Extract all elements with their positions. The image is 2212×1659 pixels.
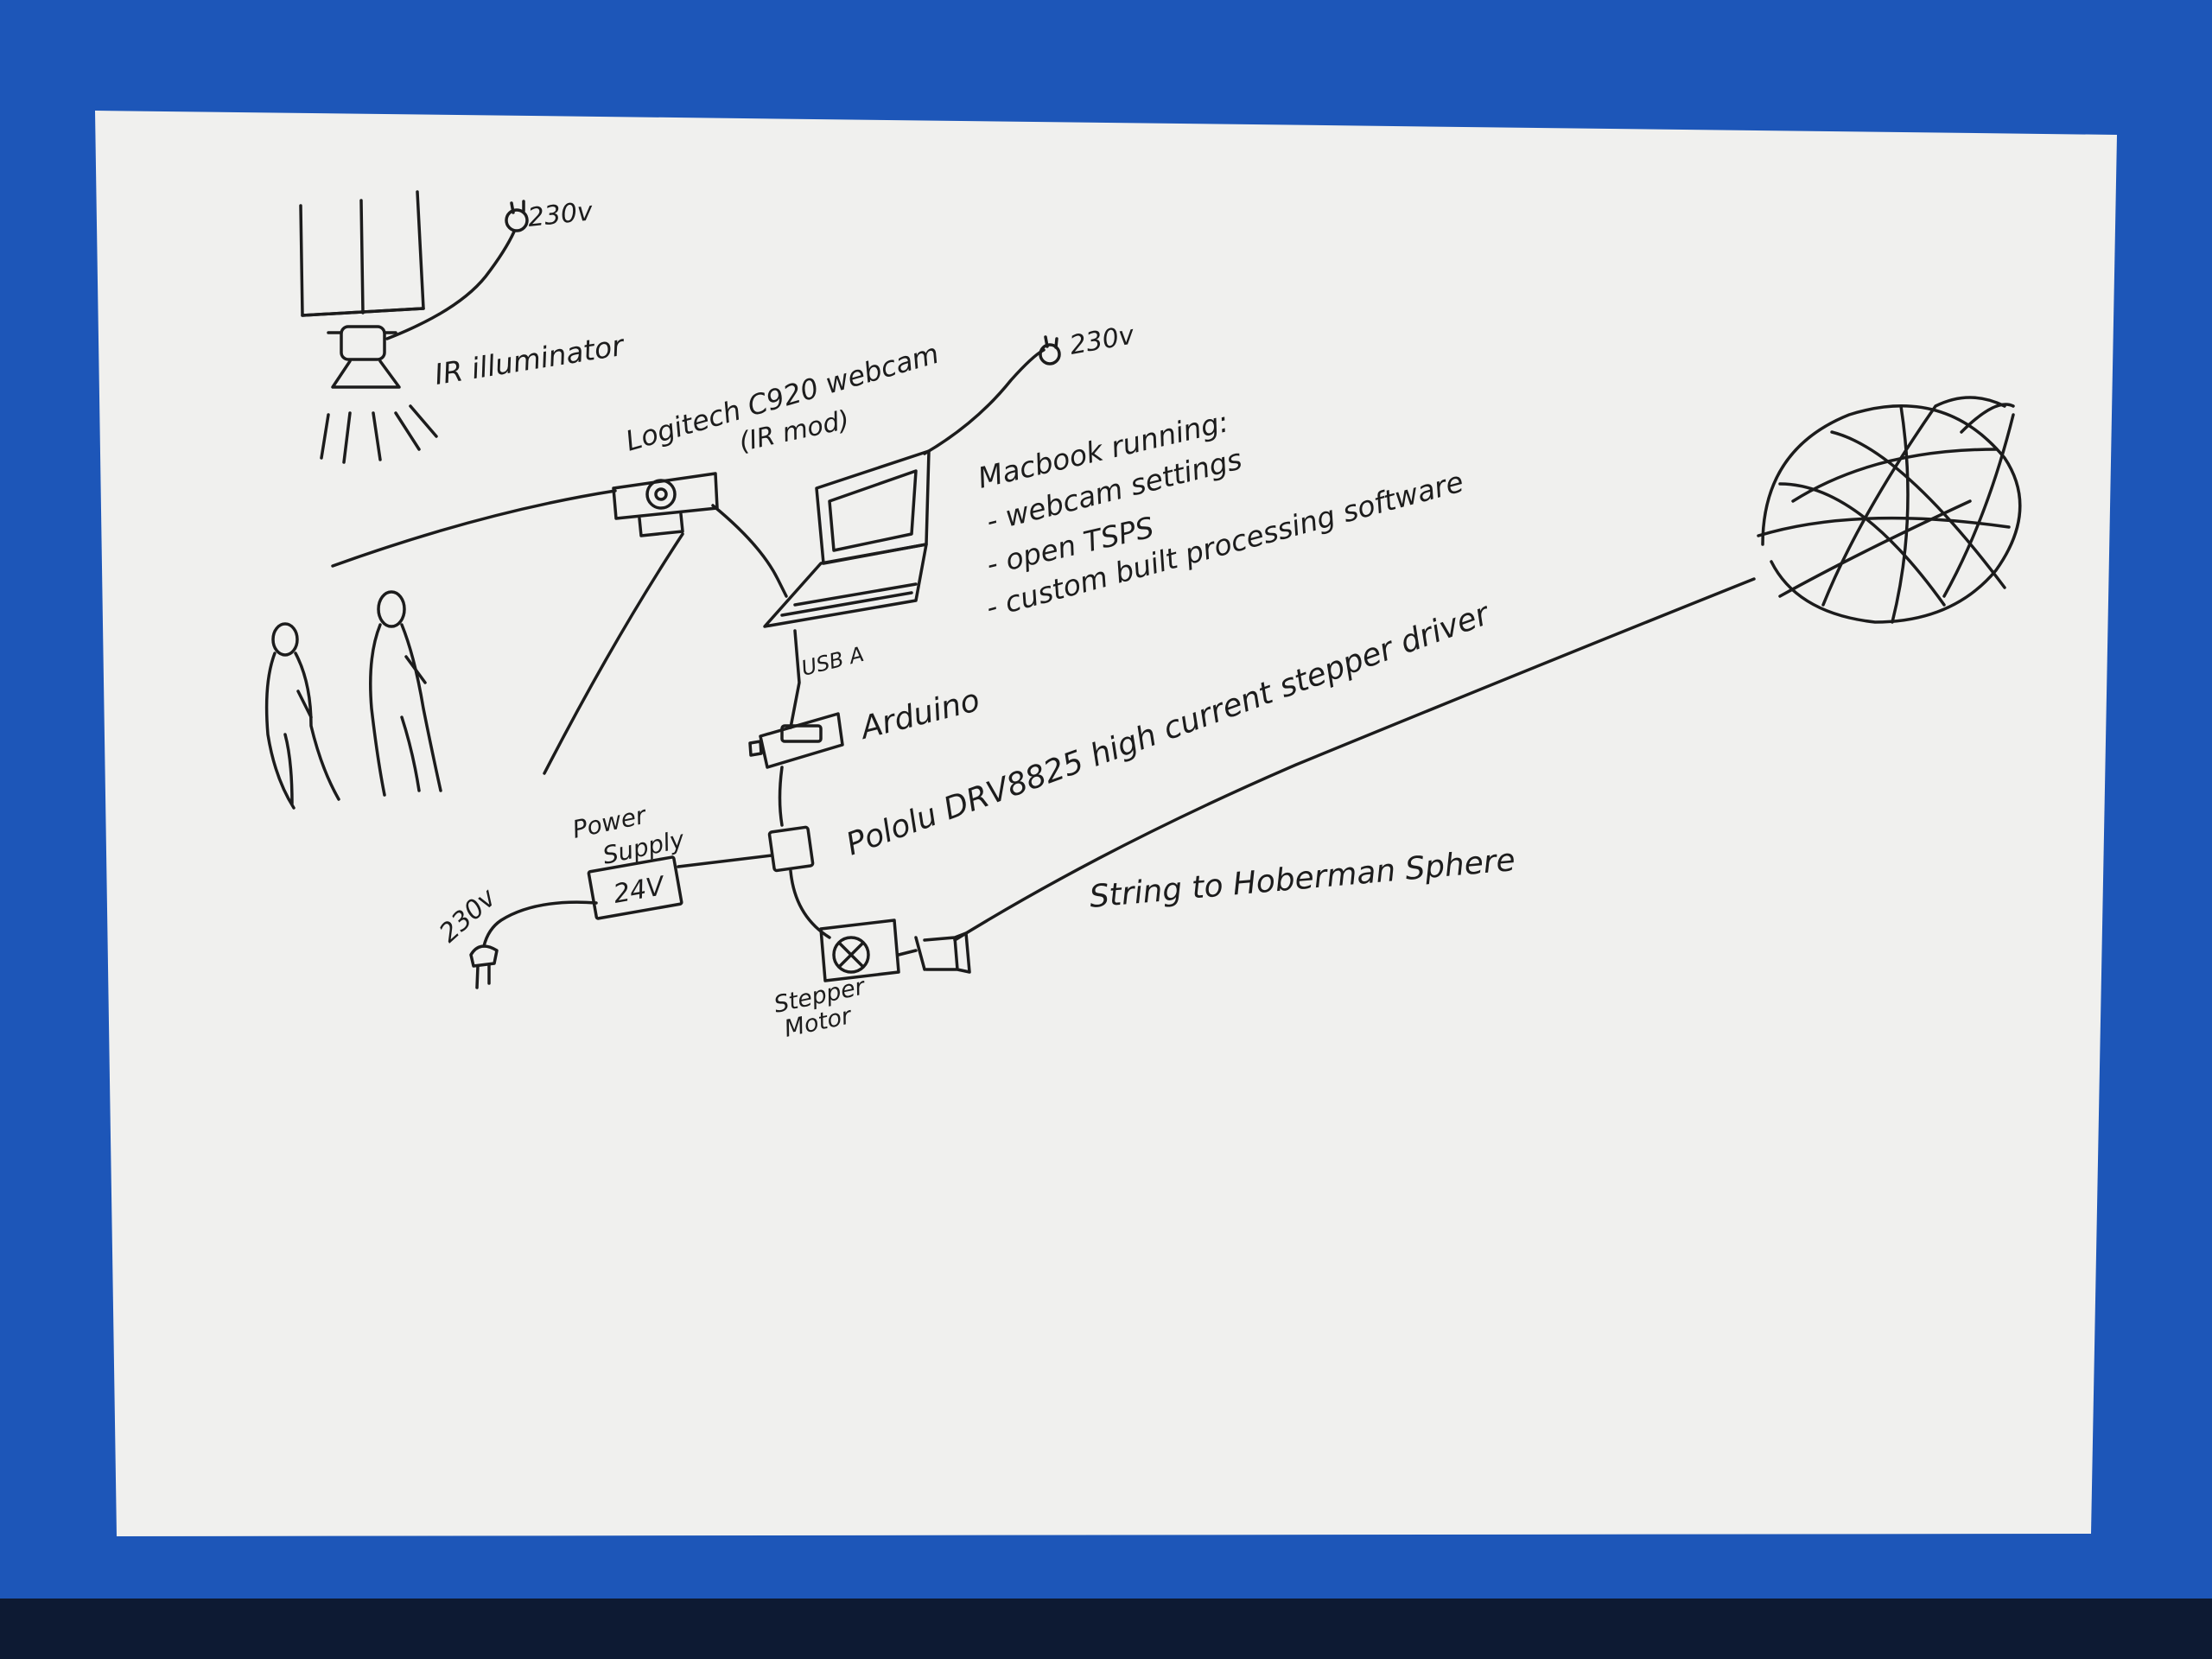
string-line	[953, 577, 1756, 942]
mains-cable	[482, 900, 598, 948]
person-icon	[369, 590, 442, 797]
driver-motor-cable	[789, 869, 831, 939]
power-plug-icon	[469, 944, 499, 989]
ir-illuminator-icon	[299, 190, 438, 464]
arduino-board-icon	[748, 712, 844, 769]
arduino-driver-cable	[778, 766, 784, 827]
laptop-power-cable	[923, 348, 1046, 455]
webcam-usb-cable	[711, 504, 788, 598]
illuminator-voltage-label: 230v	[526, 196, 595, 233]
camera-view-line	[543, 532, 684, 775]
hoberman-sphere-icon	[1757, 396, 2022, 624]
power-plug-icon	[505, 200, 529, 232]
camera-view-line	[331, 489, 617, 568]
stepper-driver-icon	[767, 825, 815, 873]
power-plug-icon	[1039, 335, 1061, 365]
paper-sheet	[95, 111, 2117, 1536]
desk-edge	[0, 1599, 2212, 1659]
power-supply-icon	[587, 855, 683, 920]
laptop-icon	[763, 449, 931, 628]
usb-cable	[789, 629, 801, 729]
illuminator-power-cable	[385, 230, 516, 340]
driver-psu-cable	[677, 854, 773, 868]
person-icon	[264, 622, 340, 810]
